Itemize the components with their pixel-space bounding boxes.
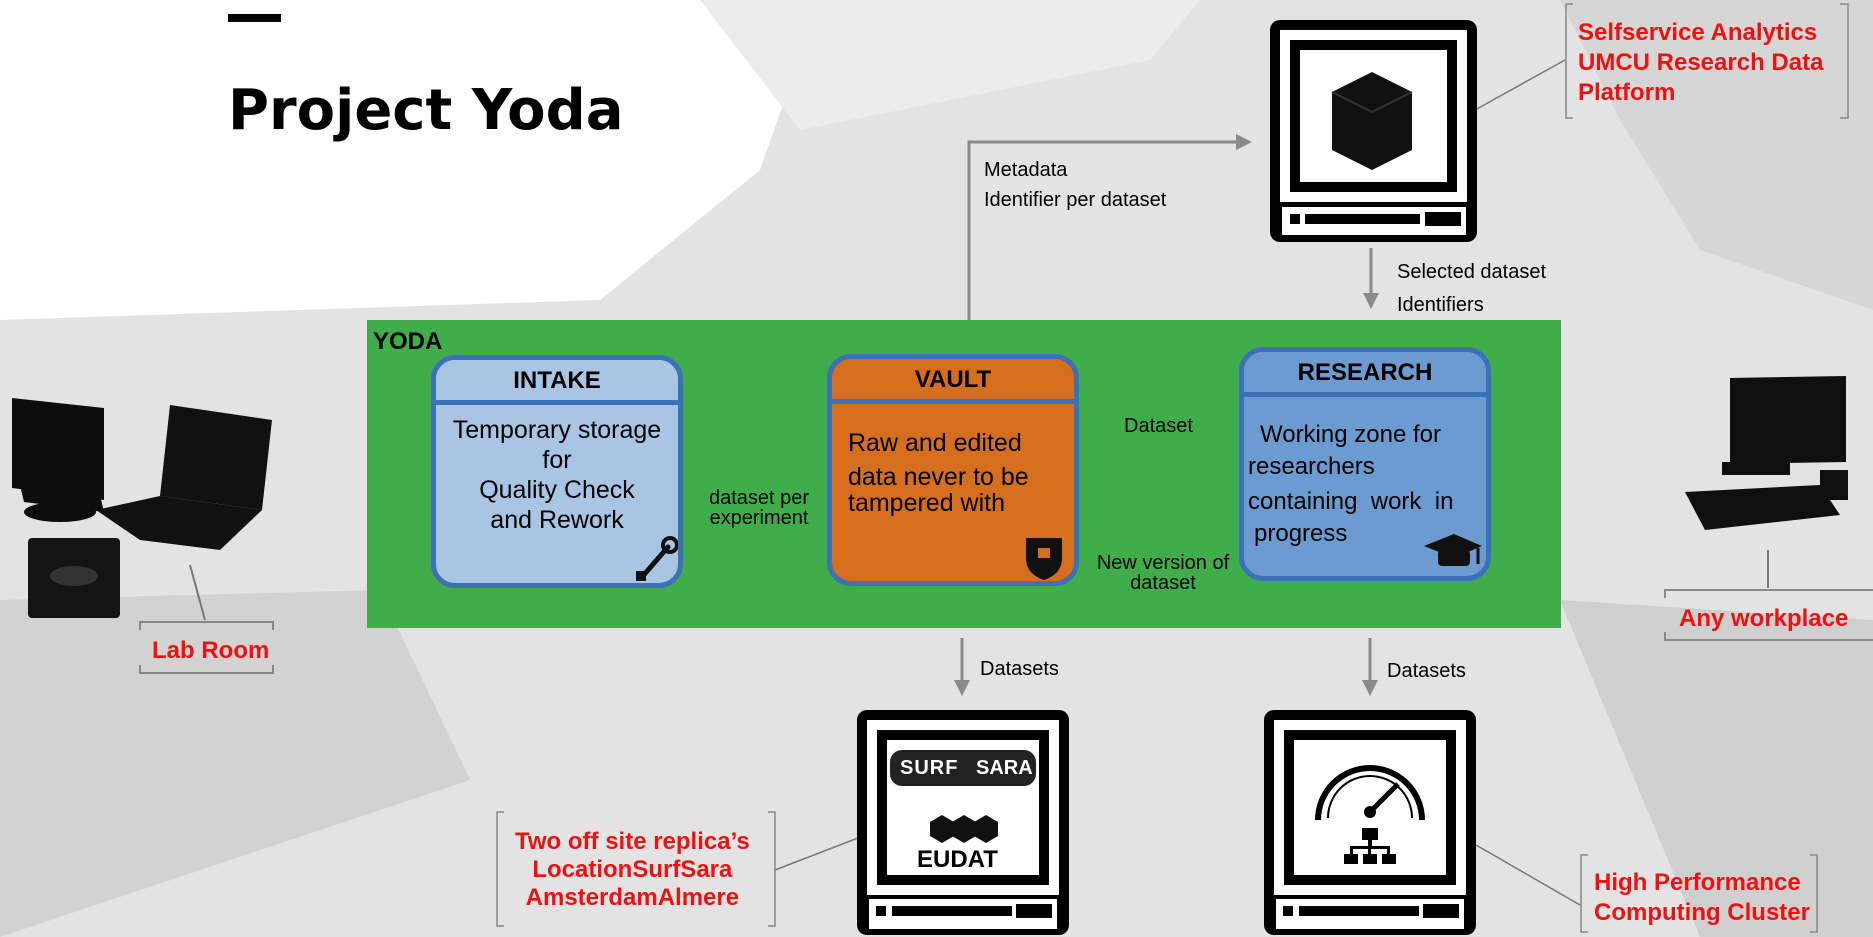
background-shape xyxy=(0,590,470,937)
red-label-line: Selfservice Analytics xyxy=(1578,19,1818,46)
flow-label-line: Metadata xyxy=(984,159,1068,181)
sara-logo-text: SARA xyxy=(976,757,1033,779)
research-text-line: Working zone for xyxy=(1260,421,1441,448)
page-title: Project Yoda xyxy=(228,78,624,143)
desktop-computer-icon xyxy=(12,398,104,522)
research-vault-label: New version of dataset xyxy=(1088,553,1238,593)
eudat-logo-text: EUDAT xyxy=(917,846,998,873)
intake-vault-label: dataset per experiment xyxy=(704,488,814,528)
flow-label-line: Identifier per dataset xyxy=(984,189,1167,211)
yoda-label: YODA xyxy=(373,328,443,355)
red-label-line: LocationSurfSara xyxy=(532,856,733,883)
wrench-icon xyxy=(636,536,678,581)
device-icon xyxy=(28,538,120,618)
vault-header: VAULT xyxy=(832,359,1074,404)
selected-label: Selected dataset Identifiers xyxy=(1397,256,1546,322)
background-shape xyxy=(1560,0,1873,310)
vault-text-line: data never to be xyxy=(848,463,1029,491)
red-label-line: AmsterdamAlmere xyxy=(525,884,740,911)
background-shape xyxy=(0,0,820,320)
research-box: RESEARCH Working zone for researchers co… xyxy=(1239,347,1491,581)
flow-label-line: dataset xyxy=(1130,572,1196,594)
intake-text-line: Temporary storage xyxy=(452,416,662,444)
research-text-line: containing work in xyxy=(1248,488,1454,515)
flow-label-line: Identifiers xyxy=(1397,294,1484,316)
flow-label-line: dataset per xyxy=(708,487,810,509)
any-workplace-label: Any workplace xyxy=(1679,605,1849,632)
red-label-line: Platform xyxy=(1578,79,1676,106)
hpc-bracket xyxy=(1580,854,1818,933)
title-accent-bar xyxy=(228,14,281,22)
intake-box: INTAKE Temporary storage for Quality Che… xyxy=(431,355,683,588)
intake-text-line: for xyxy=(542,446,572,474)
research-text-line: progress xyxy=(1254,520,1348,547)
red-label-line: Computing Cluster xyxy=(1594,899,1810,926)
shield-icon xyxy=(1026,538,1062,580)
red-label-line: UMCU Research Data xyxy=(1578,49,1824,76)
arrowhead xyxy=(1363,293,1379,309)
graduation-cap-icon xyxy=(1424,534,1482,566)
metadata-arrow xyxy=(967,140,1240,320)
cube-icon xyxy=(1331,72,1413,170)
research-text-line: researchers xyxy=(1248,453,1375,480)
vault-box: VAULT Raw and edited data never to be ta… xyxy=(827,354,1079,586)
background-shape xyxy=(1560,600,1873,937)
background-shape xyxy=(700,0,1200,130)
monitor-icon xyxy=(1264,710,1476,935)
any-workplace-bracket xyxy=(1664,589,1873,641)
research-datasets-label: Datasets xyxy=(1387,660,1466,682)
arrowhead xyxy=(954,680,970,696)
network-icon xyxy=(1344,828,1396,864)
laptop-icon xyxy=(96,405,272,550)
intake-text-line: and Rework xyxy=(490,506,624,534)
lab-room-label: Lab Room xyxy=(152,637,270,664)
lab-room-bracket xyxy=(139,621,274,674)
hpc-label: High Performance Computing Cluster xyxy=(1594,868,1810,928)
research-header: RESEARCH xyxy=(1244,352,1486,397)
connector-line xyxy=(774,837,859,871)
selfservice-bracket xyxy=(1565,3,1849,119)
surf-logo-text: SURF xyxy=(900,757,959,779)
arrowhead xyxy=(1362,680,1378,696)
vault-research-label: Dataset xyxy=(1124,415,1193,437)
desktop-computer-icon xyxy=(1685,376,1848,530)
intake-header: INTAKE xyxy=(436,360,678,405)
intake-text-line: Quality Check xyxy=(479,476,635,504)
connector-line xyxy=(1474,59,1566,111)
vault-text-line: tampered with xyxy=(848,489,1006,517)
replica-label: Two off site replica’s LocationSurfSara … xyxy=(515,828,750,912)
vault-datasets-label: Datasets xyxy=(980,658,1059,680)
connector-line xyxy=(1475,844,1581,906)
flow-label-line: experiment xyxy=(709,507,809,529)
connector-line xyxy=(189,564,206,621)
arrowhead xyxy=(1236,134,1252,150)
replica-bracket xyxy=(496,811,776,927)
selfservice-label: Selfservice Analytics UMCU Research Data… xyxy=(1578,18,1823,108)
red-label-line: High Performance xyxy=(1594,869,1801,896)
red-label-line: Two off site replica’s xyxy=(515,828,750,855)
flow-label-line: Selected dataset xyxy=(1397,261,1546,283)
gauge-icon xyxy=(1315,765,1425,821)
metadata-label: Metadata Identifier per dataset xyxy=(984,155,1166,215)
flow-label-line: New version of xyxy=(1096,552,1230,574)
monitor-icon xyxy=(857,710,1069,935)
vault-text-line: Raw and edited xyxy=(848,429,1022,457)
